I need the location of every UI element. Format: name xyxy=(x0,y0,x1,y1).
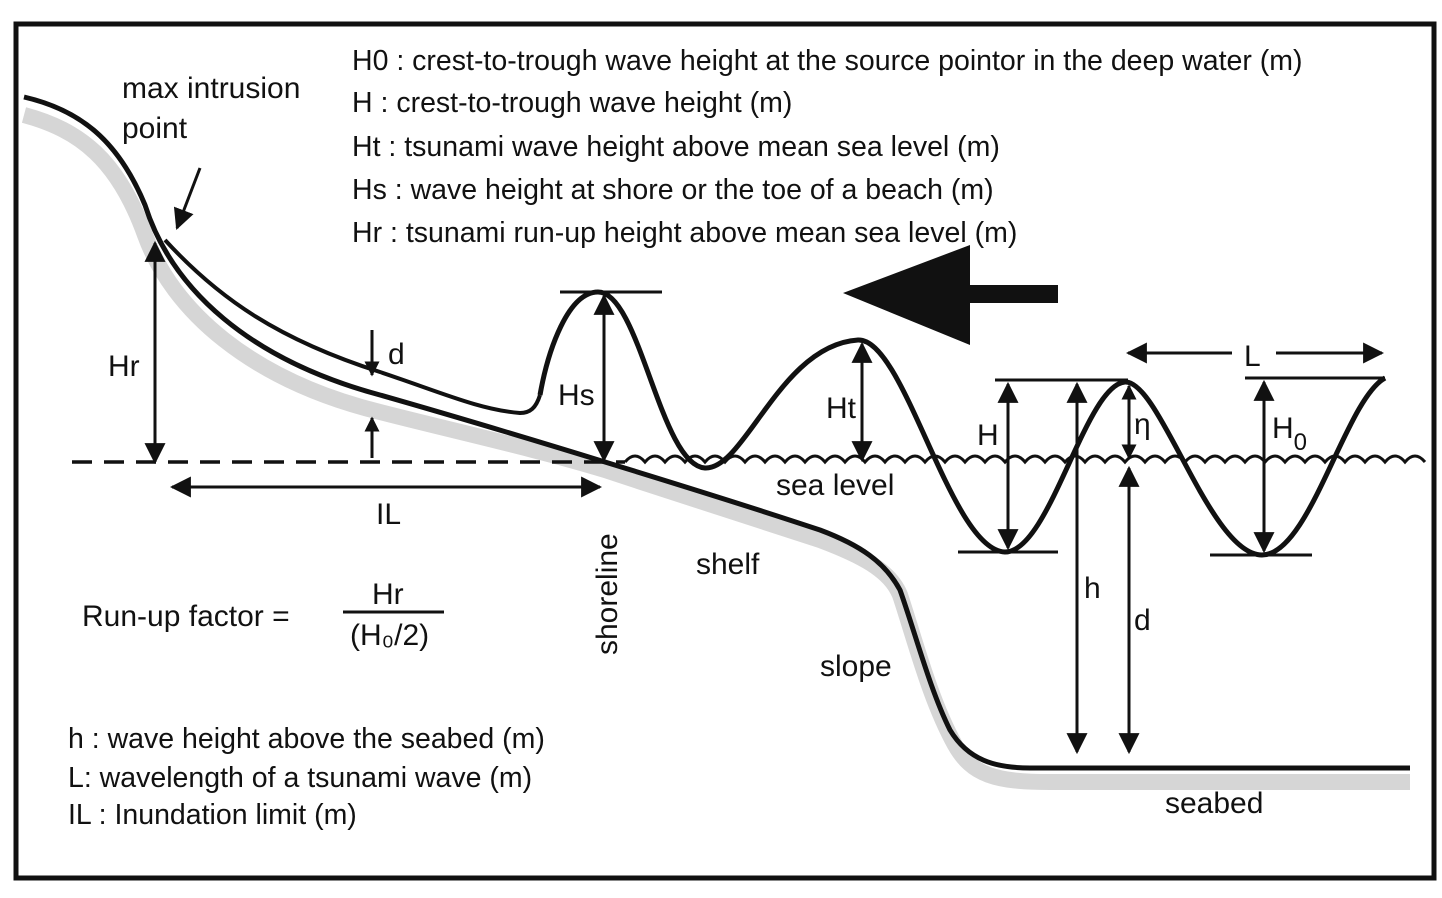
label-hr: Hr xyxy=(108,350,140,383)
label-hs: Hs xyxy=(558,379,595,412)
legend-h0: H0 : crest-to-trough wave height at the … xyxy=(352,45,1302,77)
label-d-onshore: d xyxy=(388,338,405,371)
legend-l: L: wavelength of a tsunami wave (m) xyxy=(68,762,532,794)
legend-h-seabed: h : wave height above the seabed (m) xyxy=(68,723,545,755)
formula-numerator: Hr xyxy=(372,578,404,611)
label-sea-level: sea level xyxy=(776,469,894,502)
label-h: H xyxy=(977,419,999,452)
legend-h: H : crest-to-trough wave height (m) xyxy=(352,87,792,119)
legend-il: IL : Inundation limit (m) xyxy=(68,799,357,831)
label-h0: H0 xyxy=(1272,412,1307,456)
label-slope: slope xyxy=(820,650,892,683)
label-shelf: shelf xyxy=(696,548,760,581)
label-seabed: seabed xyxy=(1165,787,1263,820)
legend-hs: Hs : wave height at shore or the toe of … xyxy=(352,174,994,206)
wave-profile xyxy=(537,289,1387,558)
legend-hr: Hr : tsunami run-up height above mean se… xyxy=(352,217,1017,249)
label-shoreline: shoreline xyxy=(591,533,624,655)
diagram-frame xyxy=(13,21,1437,881)
legend-ht: Ht : tsunami wave height above mean sea … xyxy=(352,131,1000,163)
label-l: L xyxy=(1244,340,1261,373)
label-max-intrusion: max intrusion xyxy=(122,72,300,105)
ground-shade xyxy=(21,107,1410,790)
label-h-small: h xyxy=(1084,572,1101,605)
wave-direction-arrow xyxy=(843,245,1058,345)
label-il: IL xyxy=(376,498,401,531)
formula-denominator: (H₀/2) xyxy=(350,619,429,652)
label-ht: Ht xyxy=(826,392,857,425)
label-eta: η xyxy=(1134,408,1151,441)
ground-profile xyxy=(23,94,1410,771)
inundation-surface xyxy=(163,238,542,416)
label-point: point xyxy=(122,112,188,145)
sea-level-wavy xyxy=(623,454,1427,465)
label-d-depth: d xyxy=(1134,604,1151,637)
formula-lhs: Run-up factor = xyxy=(82,600,290,633)
max-intrusion-pointer xyxy=(173,167,202,230)
